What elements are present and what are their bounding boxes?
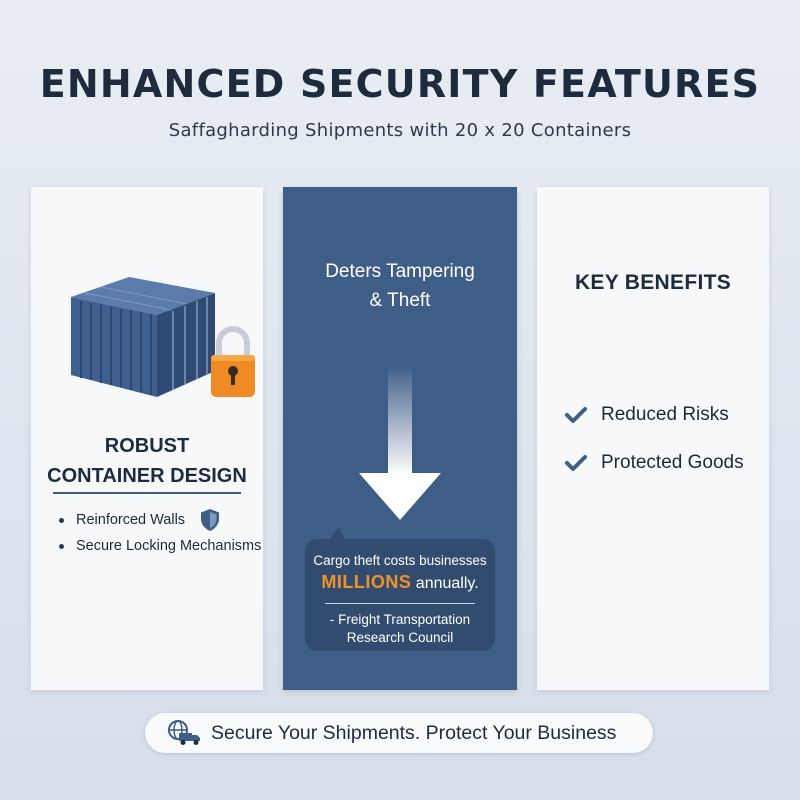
- feature-list: Reinforced Walls Secure Locking Mechanis…: [59, 507, 261, 559]
- benefit-list: Reduced Risks Protected Goods: [565, 391, 744, 487]
- check-icon: [565, 407, 587, 423]
- quote-text-emphasis: MILLIONS annually.: [321, 572, 479, 592]
- quote-divider: [325, 603, 475, 604]
- quote-source: - Freight Transportation Research Counci…: [329, 612, 471, 645]
- shipping-container-icon: [71, 277, 255, 397]
- tampering-heading: Deters Tampering & Theft: [325, 261, 475, 311]
- down-arrow-icon: [359, 365, 441, 520]
- shield-icon: [201, 509, 220, 531]
- key-benefits-heading: KEY BENEFITS: [574, 271, 732, 294]
- bullet-icon: [59, 543, 64, 549]
- quote-tail: [329, 527, 345, 540]
- page-title: ENHANCED SECURITY FEATURES: [39, 62, 761, 106]
- feature-item: Reinforced Walls: [59, 507, 261, 533]
- page-subtitle: Saffagharding Shipments with 20 x 20 Con…: [168, 120, 632, 141]
- footer-banner: Secure Your Shipments. Protect Your Busi…: [145, 713, 653, 753]
- quote-highlight: MILLIONS: [321, 572, 412, 592]
- benefit-item: Reduced Risks: [565, 391, 744, 439]
- footer-text: Secure Your Shipments. Protect Your Busi…: [211, 722, 617, 744]
- key-benefits-card: KEY BENEFITS Reduced Risks Protected Goo…: [537, 187, 769, 690]
- benefit-item: Protected Goods: [565, 439, 744, 487]
- padlock-icon: [211, 326, 255, 397]
- theft-quote: Cargo theft costs businesses MILLIONS an…: [305, 527, 495, 651]
- globe-truck-icon: [168, 720, 200, 745]
- check-icon: [565, 455, 587, 471]
- bullet-icon: [59, 517, 64, 523]
- heading-divider: [53, 492, 241, 494]
- quote-text: Cargo theft costs businesses: [313, 553, 487, 568]
- feature-item: Secure Locking Mechanisms: [59, 533, 261, 559]
- tampering-card: Deters Tampering & Theft Cargo theft cos…: [283, 187, 517, 690]
- container-design-card: ROBUST CONTAINER DESIGN Reinforced Walls…: [31, 187, 263, 690]
- container-design-heading: ROBUST CONTAINER DESIGN: [47, 435, 247, 487]
